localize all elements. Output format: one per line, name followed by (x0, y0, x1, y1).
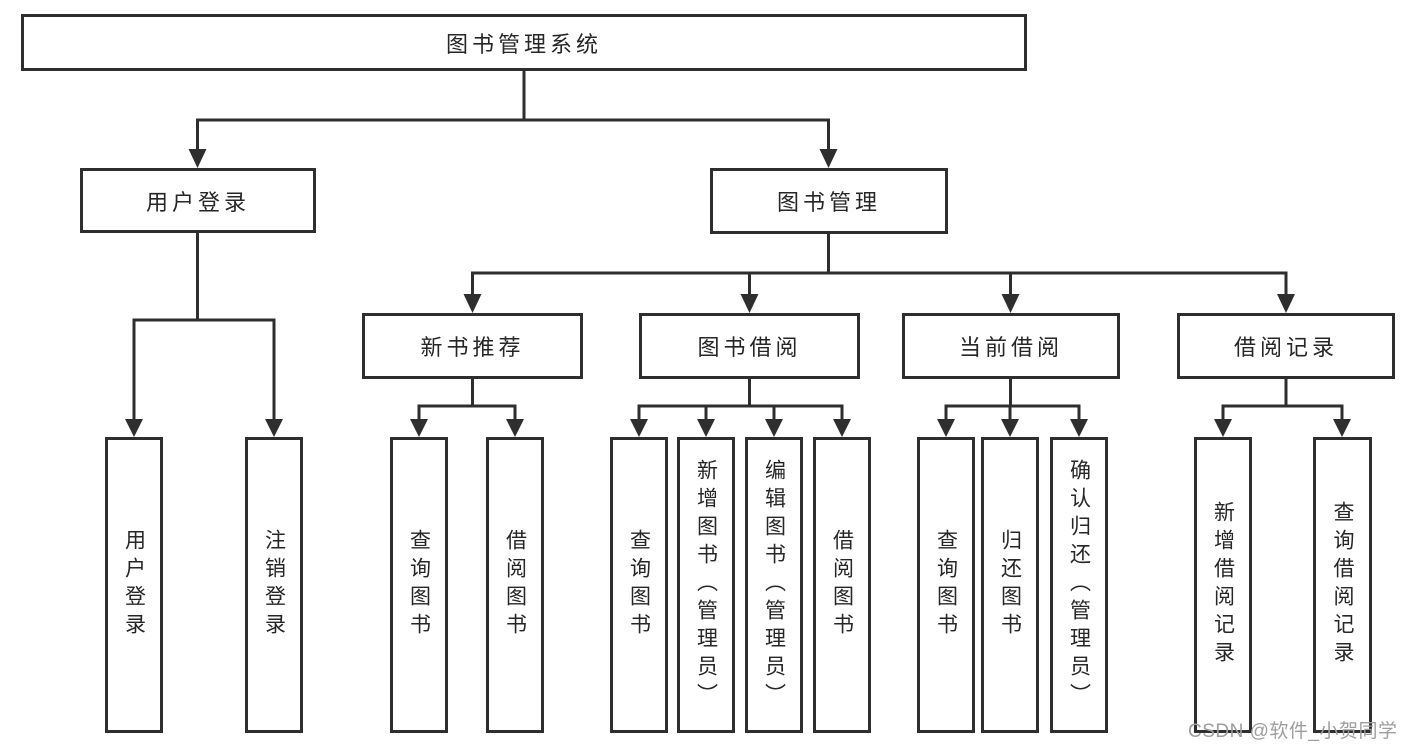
node-label: 用户登录 (145, 189, 250, 215)
node-label: 新增借阅记录 (1211, 501, 1235, 669)
node-label: 图书管理 (776, 190, 881, 215)
leaf-query-borrow-record: 查询借阅记录 (1313, 437, 1372, 733)
leaf-query-books-current: 查询图书 (917, 437, 975, 733)
node-book-borrow: 图书借阅 (639, 313, 860, 379)
node-label: 当前借阅 (958, 335, 1063, 360)
leaf-add-book-admin: 新增图书（管理员） (677, 437, 735, 733)
leaf-confirm-return-admin: 确认归还（管理员） (1050, 437, 1108, 733)
leaf-logout: 注销登录 (245, 437, 303, 733)
node-label: 查询图书 (934, 529, 958, 641)
node-borrow-records: 借阅记录 (1177, 313, 1395, 379)
node-label: 新书推荐 (420, 335, 525, 360)
leaf-borrow-books-recommend: 借阅图书 (486, 437, 544, 733)
node-library-system-root: 图书管理系统 (21, 14, 1027, 71)
node-label: 查询图书 (627, 529, 651, 641)
node-user-login: 用户登录 (80, 168, 316, 233)
leaf-user-login: 用户登录 (105, 437, 163, 733)
watermark: CSDN @软件_小贺同学 (1188, 721, 1398, 742)
node-label: 注销登录 (262, 529, 286, 641)
node-current-borrow: 当前借阅 (902, 313, 1120, 379)
node-label: 查询借阅记录 (1331, 501, 1355, 669)
node-label: 借阅图书 (830, 529, 854, 641)
node-book-management: 图书管理 (710, 168, 948, 234)
node-label: 确认归还（管理员） (1067, 459, 1091, 711)
leaf-add-borrow-record: 新增借阅记录 (1194, 437, 1252, 733)
node-new-book-recommend: 新书推荐 (362, 313, 583, 379)
leaf-borrow-books: 借阅图书 (813, 437, 871, 733)
node-label: 图书管理系统 (445, 31, 602, 57)
node-label: 用户登录 (122, 529, 146, 641)
node-label: 新增图书（管理员） (694, 459, 718, 711)
node-label: 归还图书 (998, 529, 1022, 641)
leaf-query-books-borrow: 查询图书 (610, 437, 668, 733)
node-label: 编辑图书（管理员） (762, 459, 786, 711)
node-label: 借阅记录 (1233, 335, 1338, 360)
leaf-query-books-recommend: 查询图书 (390, 437, 448, 733)
node-label: 借阅图书 (503, 529, 527, 641)
leaf-edit-book-admin: 编辑图书（管理员） (745, 437, 803, 733)
node-label: 图书借阅 (697, 335, 802, 360)
node-label: 查询图书 (407, 529, 431, 641)
leaf-return-book: 归还图书 (981, 437, 1039, 733)
